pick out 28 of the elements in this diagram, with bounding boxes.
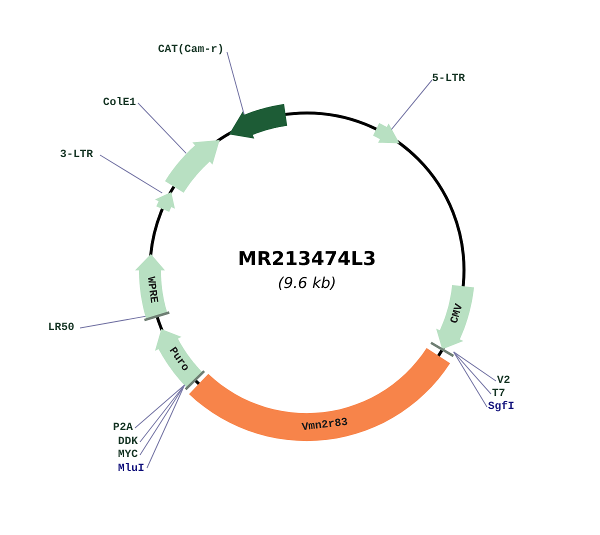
leader-line [140,384,186,442]
feature-name: T7 [492,387,506,401]
leader-line [453,351,488,408]
leader-line [453,351,496,382]
leader-line [226,52,245,115]
leader-line [80,316,146,328]
feature-name: LR50 [48,321,74,335]
feature-name: V2 [497,374,510,388]
leader-line [138,102,187,154]
feature-name: MluI [118,462,144,476]
feature-name: ColE1 [103,96,136,110]
leader-line [140,384,186,456]
feature-name: P2A [113,421,133,435]
plasmid-size: (9.6 kb) [278,274,336,292]
feature-name: DDK [118,435,138,449]
leader-line [390,80,432,130]
feature-label: CMV [449,303,466,326]
feature-name: MYC [118,448,138,462]
plasmid-name: MR213474L3 [238,248,376,272]
leader-line [134,384,186,428]
feature-label: WPRE [144,276,158,304]
feature-label: Vmn2r83 [302,418,350,434]
leader-line [146,384,186,468]
feature-name: SgfI [488,400,514,414]
leader-line [453,351,492,394]
feature-name: 5-LTR [432,72,466,86]
feature-name: 3-LTR [60,148,94,162]
feature-name: CAT(Cam-r) [158,43,224,57]
